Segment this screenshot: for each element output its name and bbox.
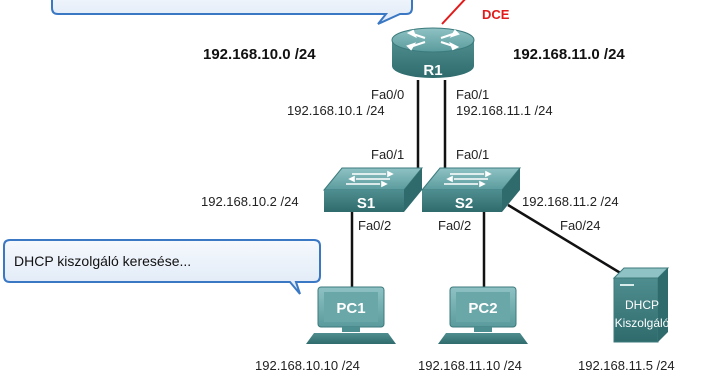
dhcp-server[interactable]: [612, 267, 670, 343]
router-fa01-port: Fa0/1: [456, 87, 490, 102]
dce-link: [441, 0, 466, 25]
link-s2-server: [507, 203, 633, 282]
s2-pc-port: Fa0/2: [438, 218, 472, 233]
pc2-ip: 192.168.11.10 /24: [418, 358, 522, 373]
switch-arrows-icon: [444, 170, 492, 188]
switch-s1[interactable]: [322, 167, 424, 212]
server-ip: 192.168.11.5 /24: [578, 358, 675, 373]
dce-label: DCE: [482, 7, 510, 22]
router-fa00-ip: 192.168.10.1 /24: [287, 103, 385, 118]
s2-ip: 192.168.11.2 /24: [522, 194, 619, 209]
switch-arrows-icon: [346, 170, 394, 188]
router-fa00-port: Fa0/0: [371, 87, 405, 102]
pc2[interactable]: [438, 286, 528, 344]
s2-server-port: Fa0/24: [560, 218, 601, 233]
pc1-ip: 192.168.10.10 /24: [255, 358, 360, 373]
router-fa01-ip: 192.168.11.1 /24: [456, 103, 553, 118]
right-network-label: 192.168.11.0 /24: [513, 46, 625, 63]
pc1[interactable]: [306, 286, 396, 344]
left-network-label: 192.168.10.0 /24: [203, 46, 316, 63]
links: [350, 80, 633, 292]
router-r1[interactable]: [391, 27, 475, 78]
s2-uplink-port: Fa0/1: [456, 147, 490, 162]
router-arrows-icon: [406, 29, 460, 51]
speech-bubble: [3, 239, 321, 295]
top-speech-bubble: [51, 0, 413, 25]
s1-pc-port: Fa0/2: [358, 218, 392, 233]
bubble-text: DHCP kiszolgáló keresése...: [14, 253, 192, 269]
s1-uplink-port: Fa0/1: [371, 147, 405, 162]
s1-ip: 192.168.10.2 /24: [201, 194, 299, 209]
switch-s2[interactable]: [420, 167, 522, 212]
